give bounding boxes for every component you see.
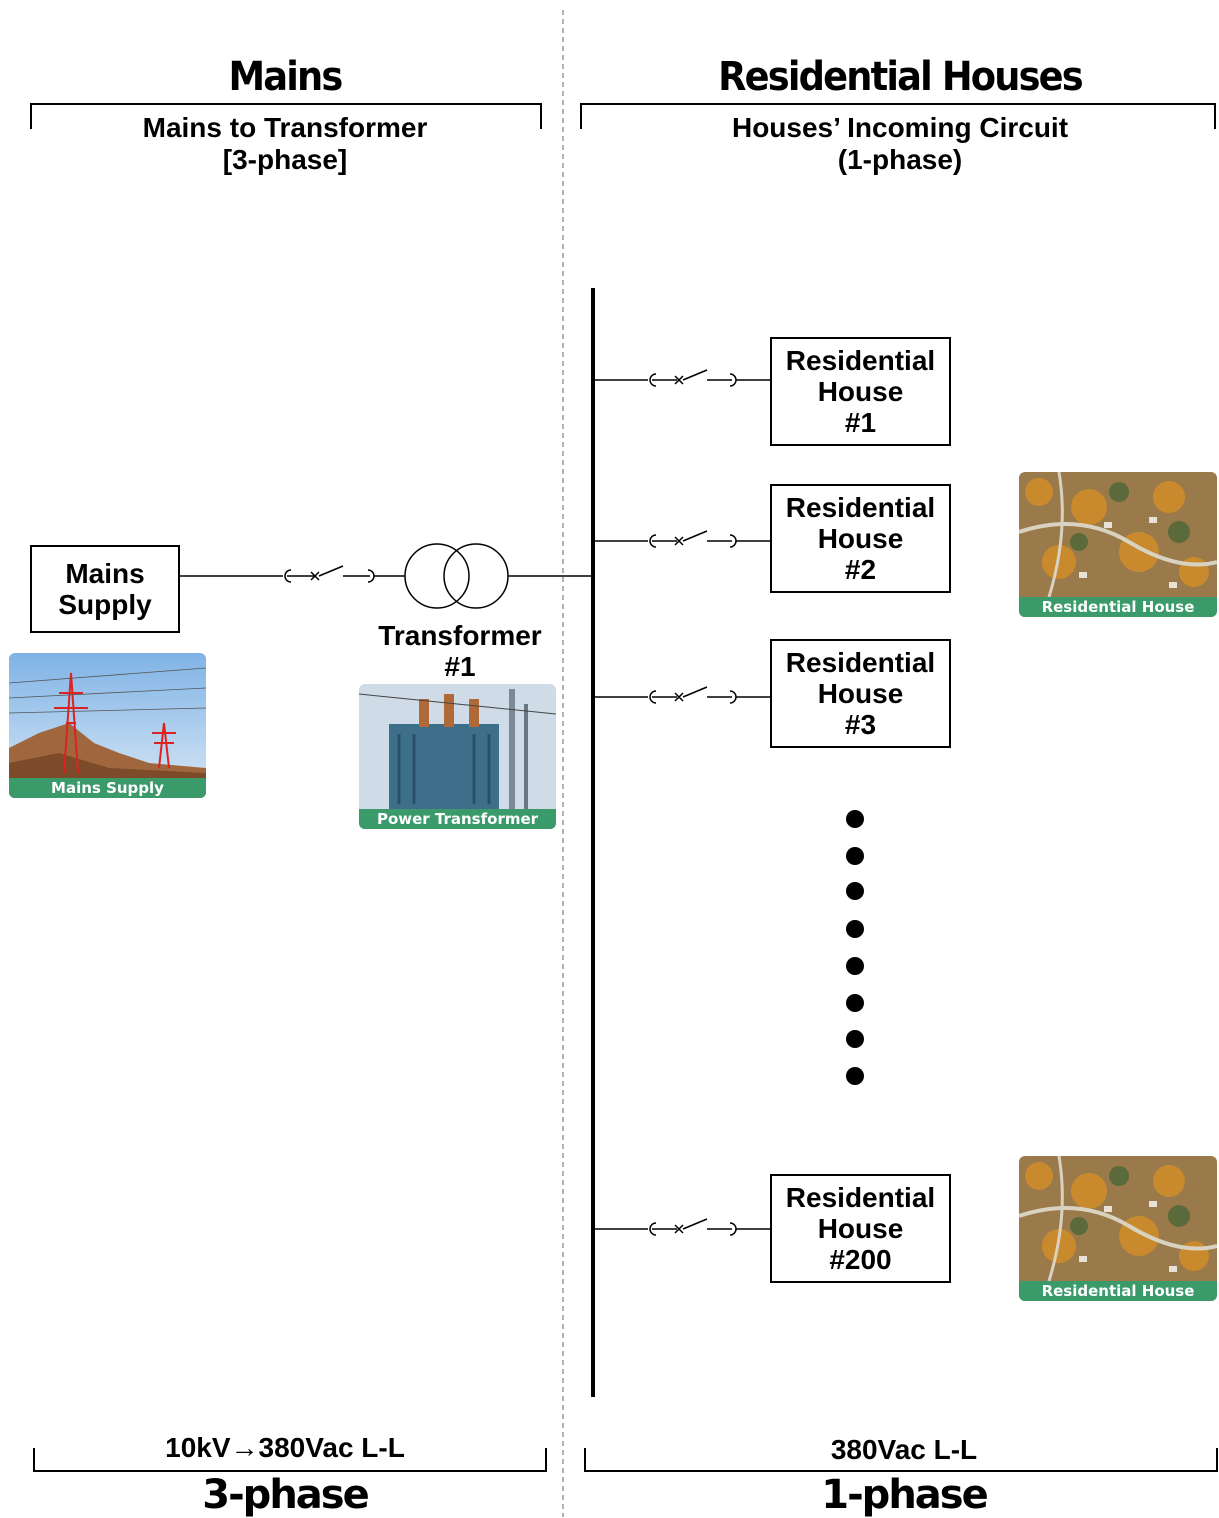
mains-supply-line2: Supply	[58, 589, 152, 620]
residential-house-photo-2: Residential House	[1019, 1156, 1217, 1301]
transformer-photo-caption: Power Transformer	[359, 809, 556, 829]
residential-house-photo-1: Residential House	[1019, 472, 1217, 617]
transformer-photo: Power Transformer	[359, 684, 556, 829]
house-2-line3: #2	[844, 554, 877, 585]
mains-section-title: Mains	[228, 54, 344, 100]
mains-supply-photo: Mains Supply	[9, 653, 206, 798]
houses-voltage-label: 380Vac L-L	[830, 1434, 978, 1465]
house-3-line3: #3	[844, 709, 877, 740]
residential-house-photo-1-caption: Residential House	[1019, 597, 1217, 617]
house-200-line3: #200	[829, 1244, 892, 1275]
feeder-house-200-breaker-symbol	[595, 1218, 770, 1236]
house-200-line2: House	[817, 1213, 904, 1244]
residential-aerial-image	[1019, 1156, 1217, 1301]
houses-top-bracket	[580, 103, 1216, 129]
mains-subtitle-line1: Mains to Transformer	[142, 112, 428, 143]
feeder-house-1-breaker-symbol	[595, 369, 770, 387]
house-box-3: Residential House #3	[770, 639, 951, 748]
feeder-house-2-breaker-symbol	[595, 530, 770, 548]
house-2-line2: House	[817, 523, 904, 554]
houses-subtitle-line1: Houses’ Incoming Circuit	[731, 112, 1069, 143]
houses-subtitle-line2: (1-phase)	[837, 144, 963, 175]
mains-subtitle: Mains to Transformer [3-phase]	[30, 112, 540, 176]
houses-phase-label: 1-phase	[821, 1472, 988, 1518]
house-box-200: Residential House #200	[770, 1174, 951, 1283]
house-box-1: Residential House #1	[770, 337, 951, 446]
house-2-line1: Residential	[785, 492, 936, 523]
mains-supply-photo-caption: Mains Supply	[9, 778, 206, 798]
transformer-symbol	[404, 543, 509, 609]
mains-supply-box: Mains Supply	[30, 545, 180, 633]
houses-bottom-bracket	[584, 1448, 1218, 1472]
transformer-label: Transformer #1	[360, 620, 560, 682]
mains-breaker-symbol	[284, 565, 405, 583]
power-tower-image	[9, 653, 206, 798]
houses-section-title: Residential Houses	[718, 54, 1084, 100]
house-3-line2: House	[817, 678, 904, 709]
mains-voltage-label: 10kV→380Vac L-L	[165, 1432, 405, 1463]
houses-subtitle: Houses’ Incoming Circuit (1-phase)	[580, 112, 1219, 176]
house-1-line3: #1	[844, 407, 877, 438]
mains-bottom-bracket	[33, 1448, 547, 1472]
house-1-line2: House	[817, 376, 904, 407]
transformer-label-line1: Transformer	[378, 620, 542, 651]
transformer-label-line2: #1	[444, 651, 476, 682]
house-box-2: Residential House #2	[770, 484, 951, 593]
mains-subtitle-line2: [3-phase]	[222, 144, 348, 175]
house-3-line1: Residential	[785, 647, 936, 678]
house-200-line1: Residential	[785, 1182, 936, 1213]
residential-aerial-image	[1019, 472, 1217, 617]
power-transformer-image	[359, 684, 556, 829]
feeder-house-3-breaker-symbol	[595, 686, 770, 704]
mains-supply-line1: Mains	[65, 558, 145, 589]
mains-top-bracket	[30, 103, 542, 129]
residential-house-photo-2-caption: Residential House	[1019, 1281, 1217, 1301]
mains-phase-label: 3-phase	[202, 1472, 369, 1518]
house-1-line1: Residential	[785, 345, 936, 376]
